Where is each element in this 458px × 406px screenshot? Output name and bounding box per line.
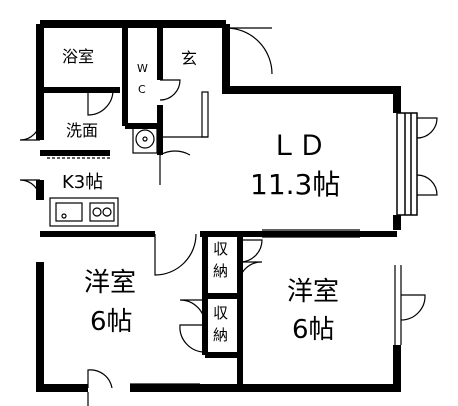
washbasin — [132, 125, 158, 154]
western1-door — [154, 233, 197, 276]
label-entrance: 玄 — [181, 49, 197, 68]
entrance-step — [160, 91, 209, 138]
storage-door-1 — [239, 239, 263, 263]
walls — [36, 20, 401, 392]
storage-door-2 — [238, 261, 263, 291]
right-window-door-2 — [416, 174, 438, 196]
label-western2: 洋室 — [287, 277, 339, 307]
label-ld: ＬＤ — [270, 129, 326, 162]
right-window-door — [416, 117, 438, 139]
label-western1-size: 6帖 — [90, 307, 133, 337]
right-bottom-door — [400, 294, 426, 321]
label-storage-bottom-1: 収 — [213, 304, 228, 322]
label-western2-size: 6帖 — [292, 315, 335, 345]
bottom-door — [87, 369, 113, 389]
bath-door — [87, 89, 114, 116]
wc-door — [159, 79, 181, 101]
inner-walls — [40, 24, 397, 388]
label-storage-top-2: 納 — [213, 262, 228, 280]
label-western1: 洋室 — [84, 268, 136, 298]
left-door — [19, 119, 41, 141]
label-storage-top-1: 収 — [213, 240, 228, 258]
outer-wall — [36, 20, 401, 392]
storage-door-4 — [179, 324, 206, 353]
label-wc-c: C — [138, 83, 146, 96]
label-wc-w: W — [137, 62, 148, 75]
entrance-door — [225, 27, 273, 75]
right-window — [396, 112, 418, 216]
label-storage-bottom-2: 納 — [213, 326, 228, 344]
kitchen-door — [19, 179, 41, 201]
label-bath: 浴室 — [62, 47, 94, 66]
window-marks — [47, 157, 402, 392]
kitchen-counter — [49, 197, 119, 227]
storage-door-3 — [179, 299, 206, 326]
label-kitchen: K3帖 — [62, 172, 103, 193]
wash-door — [159, 150, 191, 185]
label-ld-size: 11.3帖 — [250, 168, 340, 201]
label-washroom: 洗面 — [66, 121, 98, 140]
door-swings — [19, 27, 438, 406]
